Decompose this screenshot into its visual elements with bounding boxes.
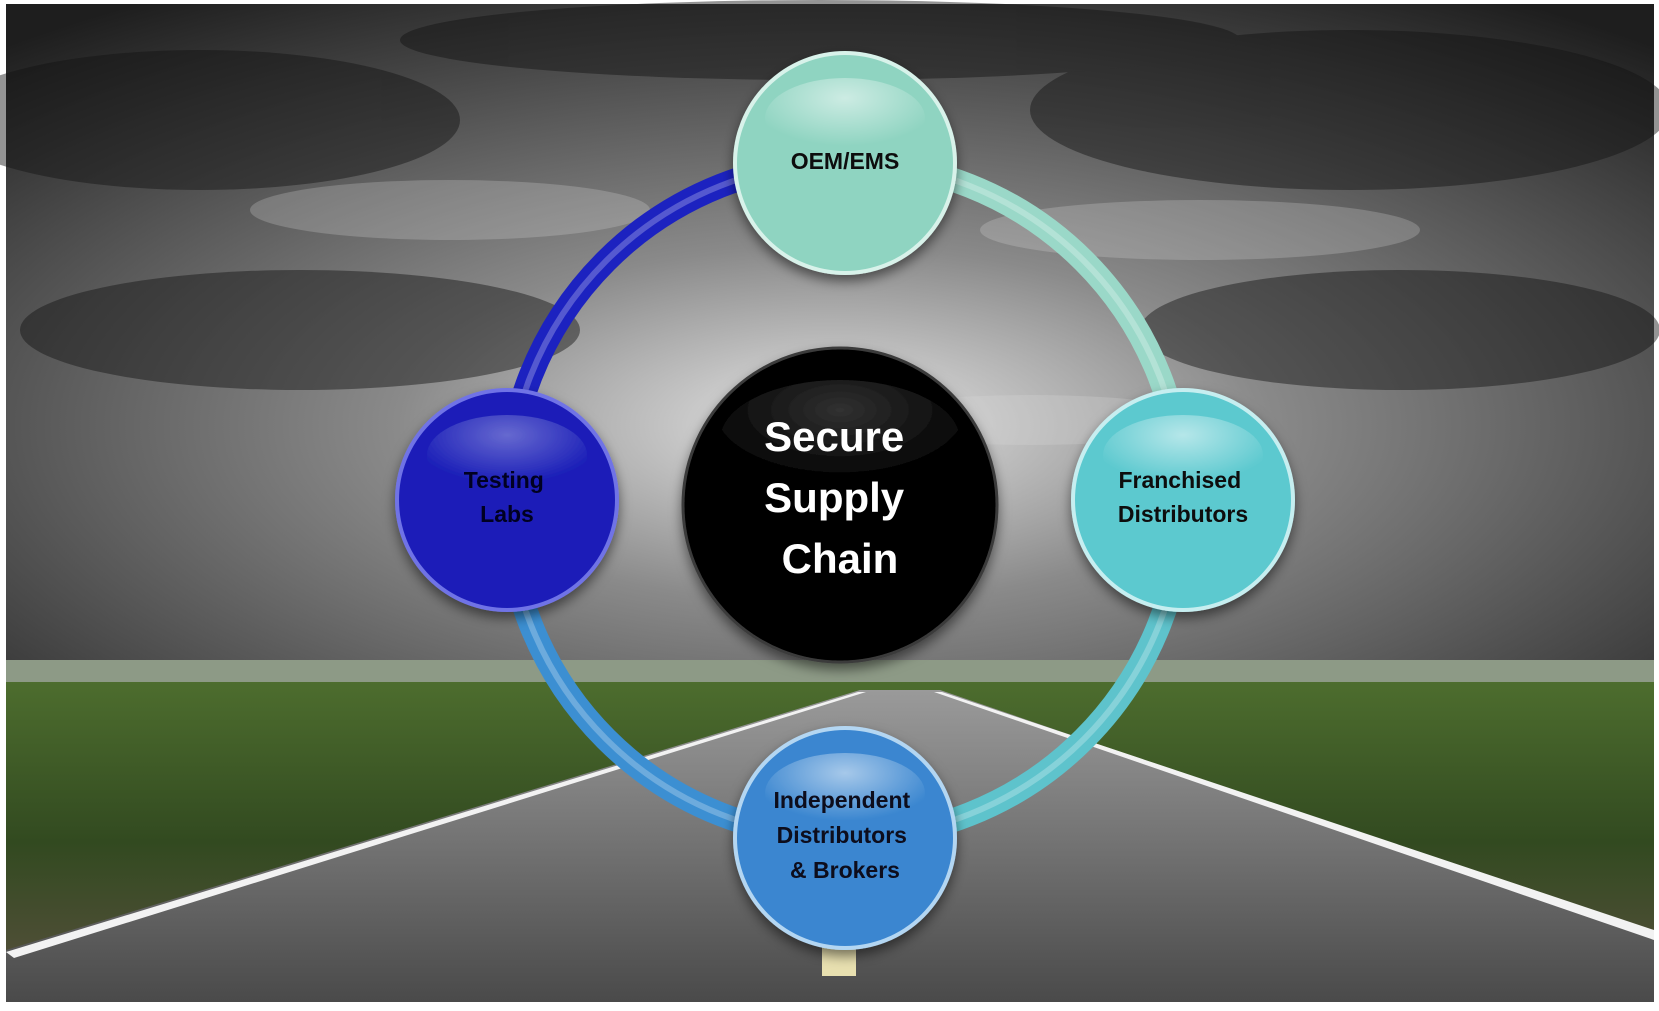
node-label: Testing Labs: [464, 467, 550, 527]
node-gloss: [427, 415, 587, 495]
center-label-line: Supply: [764, 474, 905, 521]
center-gloss: [720, 380, 960, 500]
node-label-line: Testing: [464, 467, 544, 493]
node-label: Franchised Distributors: [1118, 467, 1248, 527]
node-franchised-distributors: Franchised Distributors: [1071, 388, 1295, 612]
center-label-line: Chain: [782, 535, 899, 582]
node-label-line: Distributors: [1118, 501, 1248, 527]
node-gloss: [765, 753, 925, 833]
node-label-line: Labs: [480, 501, 534, 527]
node-testing-labs: Testing Labs: [395, 388, 619, 612]
clouds: [0, 0, 1659, 390]
node-label: Independent Distributors & Brokers: [773, 787, 916, 883]
node-label-line: & Brokers: [790, 857, 900, 883]
horizon-haze: [6, 660, 1654, 682]
road-center-dash: [822, 946, 856, 976]
road-left-edge-line: [6, 692, 866, 958]
road-right-edge-line: [934, 692, 1654, 940]
node-independent-distributors-brokers: Independent Distributors & Brokers: [733, 726, 957, 950]
node-gloss: [765, 78, 925, 158]
center-label: Secure Supply Chain: [764, 413, 916, 582]
node-label-line: Franchised: [1118, 467, 1241, 493]
center-label-line: Secure: [764, 413, 904, 460]
node-label: OEM/EMS: [791, 148, 900, 174]
node-label-line: OEM/EMS: [791, 148, 900, 174]
node-label-line: Distributors: [777, 822, 907, 848]
node-label-line: Independent: [773, 787, 910, 813]
center-node: Secure Supply Chain: [681, 346, 999, 664]
node-gloss: [1103, 415, 1263, 495]
node-oem-ems: OEM/EMS: [733, 51, 957, 275]
